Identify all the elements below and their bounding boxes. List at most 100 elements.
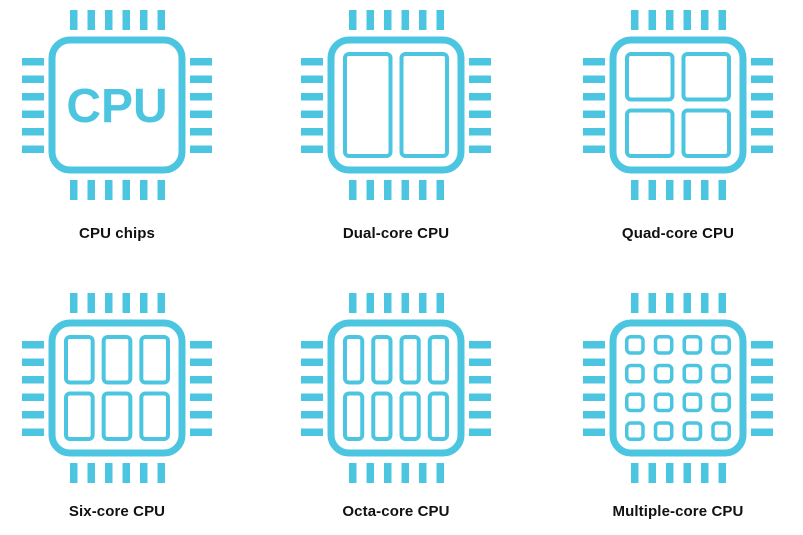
pin-right <box>190 145 212 153</box>
icon-label: CPU chips <box>79 225 155 242</box>
pin-left <box>301 128 323 136</box>
pin-left <box>583 145 605 153</box>
core-block <box>625 108 675 158</box>
core-block <box>711 392 731 413</box>
cpu-chip-icon: CPU <box>22 10 212 200</box>
pin-right <box>190 58 212 66</box>
chip-body <box>327 319 465 457</box>
core-block <box>399 391 421 441</box>
pin-right <box>469 93 491 101</box>
pin-right <box>469 341 491 349</box>
pin-bottom <box>718 463 726 483</box>
pin-right <box>190 358 212 366</box>
pin-right <box>751 145 773 153</box>
core-block <box>343 335 365 385</box>
pin-bottom <box>666 463 674 483</box>
pin-right <box>469 393 491 401</box>
pin-left <box>301 358 323 366</box>
pin-top <box>436 10 444 30</box>
pin-top <box>436 293 444 313</box>
pin-right <box>190 376 212 384</box>
pin-left <box>22 428 44 436</box>
pin-left <box>301 341 323 349</box>
pin-bottom <box>683 180 691 200</box>
pin-bottom <box>349 180 357 200</box>
pin-left <box>22 358 44 366</box>
pin-bottom <box>140 463 148 483</box>
pin-top <box>105 293 113 313</box>
pin-right <box>751 393 773 401</box>
pin-top <box>157 293 165 313</box>
core-block <box>64 391 95 441</box>
pin-bottom <box>87 180 95 200</box>
pin-top <box>718 293 726 313</box>
pin-bottom <box>401 463 409 483</box>
pin-bottom <box>666 180 674 200</box>
pin-top <box>683 293 691 313</box>
pin-top <box>140 10 148 30</box>
pin-left <box>583 358 605 366</box>
core-block <box>625 392 645 413</box>
icon-label: Multiple-core CPU <box>612 503 744 520</box>
pin-left <box>22 128 44 136</box>
core-block <box>625 363 645 384</box>
pin-bottom <box>419 463 427 483</box>
pin-bottom <box>631 463 639 483</box>
pin-top <box>349 10 357 30</box>
octa-core-cpu-icon <box>301 293 491 483</box>
core-block <box>371 391 393 441</box>
core-block <box>681 52 731 102</box>
pin-top <box>122 293 130 313</box>
pin-right <box>751 358 773 366</box>
pin-right <box>190 428 212 436</box>
pin-right <box>751 75 773 83</box>
pin-left <box>22 376 44 384</box>
core-block <box>343 52 393 158</box>
pin-top <box>366 10 374 30</box>
pin-left <box>301 428 323 436</box>
pin-right <box>751 110 773 118</box>
pin-top <box>718 10 726 30</box>
core-block <box>625 335 645 355</box>
chip-body <box>48 319 186 457</box>
pin-right <box>751 128 773 136</box>
pin-bottom <box>701 180 709 200</box>
pin-right <box>190 393 212 401</box>
pin-right <box>469 411 491 419</box>
core-block <box>101 391 133 441</box>
pin-top <box>666 10 674 30</box>
pin-bottom <box>648 180 656 200</box>
pin-right <box>751 93 773 101</box>
pin-left <box>22 145 44 153</box>
pin-bottom <box>401 180 409 200</box>
pin-left <box>583 411 605 419</box>
core-block <box>625 421 645 441</box>
pin-left <box>583 376 605 384</box>
pin-right <box>469 358 491 366</box>
core-block <box>427 335 449 385</box>
pin-bottom <box>157 463 165 483</box>
pin-right <box>469 75 491 83</box>
core-block <box>399 335 421 385</box>
core-block <box>711 421 731 441</box>
pin-bottom <box>683 463 691 483</box>
core-block <box>343 391 365 441</box>
pin-right <box>469 58 491 66</box>
pin-top <box>384 293 392 313</box>
pin-left <box>301 145 323 153</box>
pin-bottom <box>436 180 444 200</box>
core-block <box>653 392 674 413</box>
pin-top <box>683 10 691 30</box>
pin-left <box>301 393 323 401</box>
chip-body <box>327 36 465 174</box>
chip-body <box>609 319 747 457</box>
chip-body <box>609 36 747 174</box>
quad-core-cpu-icon <box>583 10 773 200</box>
pin-right <box>190 341 212 349</box>
pin-left <box>583 93 605 101</box>
pin-bottom <box>366 180 374 200</box>
pin-top <box>419 293 427 313</box>
pin-top <box>666 293 674 313</box>
pin-right <box>190 411 212 419</box>
